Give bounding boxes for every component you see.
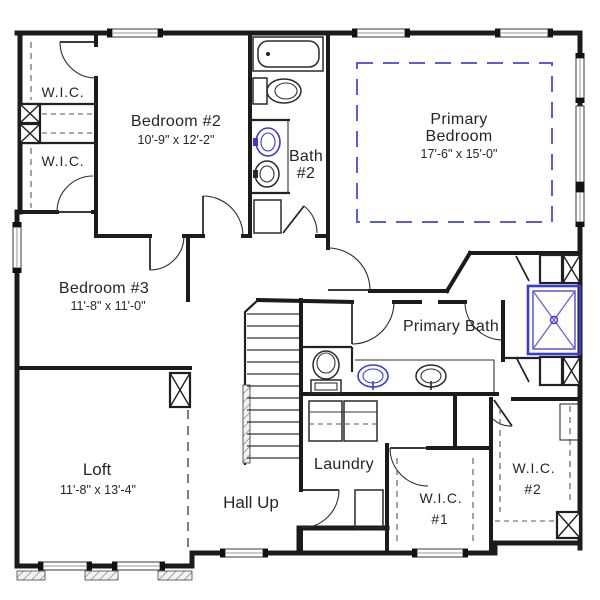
window-sill-hatch xyxy=(84,570,119,581)
door-swing xyxy=(300,489,340,529)
closet-shelf-xbox xyxy=(18,122,42,145)
window xyxy=(575,187,585,227)
bathtub-fixture xyxy=(252,36,324,72)
laundry-cabinet xyxy=(354,489,384,529)
closet-shelving xyxy=(18,42,582,550)
toilet-fixture xyxy=(310,350,342,394)
staircase xyxy=(242,299,299,465)
toilet-fixture xyxy=(252,77,302,105)
window xyxy=(412,548,468,558)
room-label-hall-up: Hall Up xyxy=(223,493,279,512)
door-swing xyxy=(56,175,94,213)
room-label-wic2-line1: W.I.C. xyxy=(513,460,556,476)
room-label-primary-bath: Primary Bath xyxy=(403,318,499,335)
door-swing xyxy=(492,399,513,427)
room-label-primary-line1: Primary xyxy=(430,111,487,128)
sink-fixture xyxy=(253,120,289,193)
door-swing xyxy=(202,195,244,237)
window xyxy=(352,28,410,38)
door-swing xyxy=(389,447,429,487)
primary-bedroom-layout-dashes xyxy=(356,62,553,223)
window-sill-hatch xyxy=(16,570,46,581)
room-dims-loft: 11'-8" x 13'-4" xyxy=(60,483,136,497)
room-dims-bedroom2: 10'-9" x 12'-2" xyxy=(138,133,215,147)
door-swing xyxy=(515,356,530,383)
window-sill-hatch xyxy=(157,570,193,581)
shower-fixture xyxy=(526,284,582,356)
linen-closet xyxy=(538,355,582,387)
room-label-wic-top: W.I.C. xyxy=(42,84,85,100)
room-label-wic1-line2: #1 xyxy=(431,511,448,527)
window xyxy=(12,222,22,273)
window xyxy=(575,53,585,103)
door-swing xyxy=(515,255,530,282)
room-label-bedroom3: Bedroom #3 xyxy=(59,280,149,297)
window xyxy=(495,28,553,38)
room-label-wic-mid: W.I.C. xyxy=(42,153,85,169)
double-vanity-fixture xyxy=(355,359,495,392)
door-swing xyxy=(282,205,318,234)
bath2-linen xyxy=(253,199,282,234)
closet-shelf-xbox xyxy=(168,371,192,409)
door-swing xyxy=(59,41,97,79)
windows xyxy=(12,28,585,581)
room-label-loft: Loft xyxy=(83,460,112,479)
window xyxy=(107,28,163,38)
linen-closet xyxy=(538,253,582,285)
doors xyxy=(56,41,530,529)
door-swing xyxy=(464,301,504,341)
window xyxy=(112,561,165,571)
room-label-laundry: Laundry xyxy=(314,456,374,473)
room-dims-primary: 17'-6" x 15'-0" xyxy=(421,147,498,161)
window xyxy=(220,548,268,558)
closet-builtin xyxy=(559,403,579,441)
door-swing xyxy=(149,235,185,271)
closet-shelf-xbox xyxy=(555,510,582,540)
room-label-wic1-line1: W.I.C. xyxy=(420,490,463,506)
room-dims-bedroom3: 11'-8" x 11'-0" xyxy=(70,299,145,313)
washer-dryer-fixture xyxy=(308,400,378,442)
window xyxy=(575,105,585,187)
window xyxy=(38,561,92,571)
room-label-bath2-line2: #2 xyxy=(297,165,315,182)
closet-shelf-xbox xyxy=(18,102,42,125)
room-label-bath2-line1: Bath xyxy=(289,148,323,165)
room-label-bedroom2: Bedroom #2 xyxy=(131,113,221,130)
door-swing xyxy=(351,301,395,345)
room-label-primary-line2: Bedroom xyxy=(425,128,492,145)
room-label-wic2-line2: #2 xyxy=(524,481,541,497)
door-swing xyxy=(327,247,371,291)
